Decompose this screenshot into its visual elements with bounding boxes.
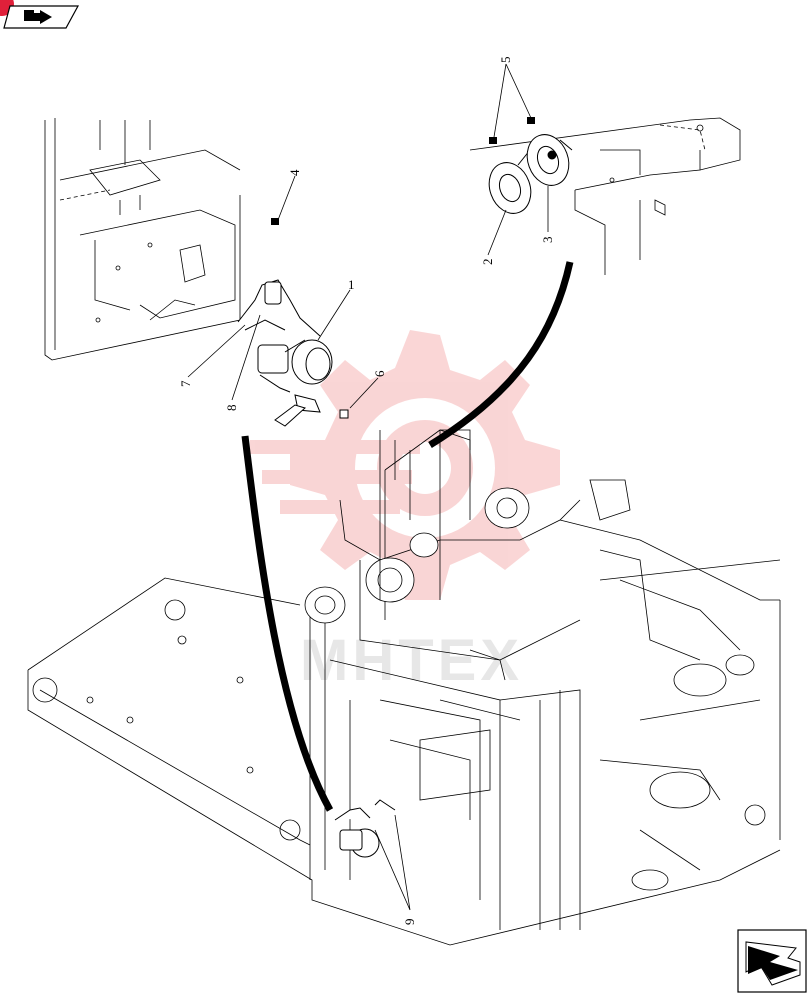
leader-curve-solenoid <box>241 435 334 812</box>
watermark-text: MHTEX <box>300 628 523 693</box>
callout-leaders <box>187 63 549 911</box>
callout-8: 8 <box>224 405 239 412</box>
callout-2: 2 <box>480 259 495 266</box>
leader-curve-horn <box>428 261 574 448</box>
horn-part-2 <box>488 149 532 214</box>
callout-7: 7 <box>178 380 193 387</box>
callout-1: 1 <box>348 277 355 292</box>
upper-right-frame <box>469 117 741 275</box>
callout-3: 3 <box>540 237 555 244</box>
back-arrow-icon[interactable] <box>3 5 80 29</box>
upper-left-frame <box>44 118 241 361</box>
callout-5: 5 <box>498 57 513 64</box>
lower-machine-frame <box>27 429 781 946</box>
solenoid-assembly-upper <box>237 279 333 427</box>
callout-4: 4 <box>287 169 302 176</box>
bolt-part-6 <box>339 409 349 419</box>
bolt-part-4 <box>271 218 279 225</box>
horn-bolts-part-5 <box>489 117 535 144</box>
callout-6: 6 <box>372 370 387 377</box>
next-arrow-icon[interactable] <box>737 929 807 993</box>
callout-9: 9 <box>402 919 417 926</box>
horn-part-3 <box>526 134 573 186</box>
